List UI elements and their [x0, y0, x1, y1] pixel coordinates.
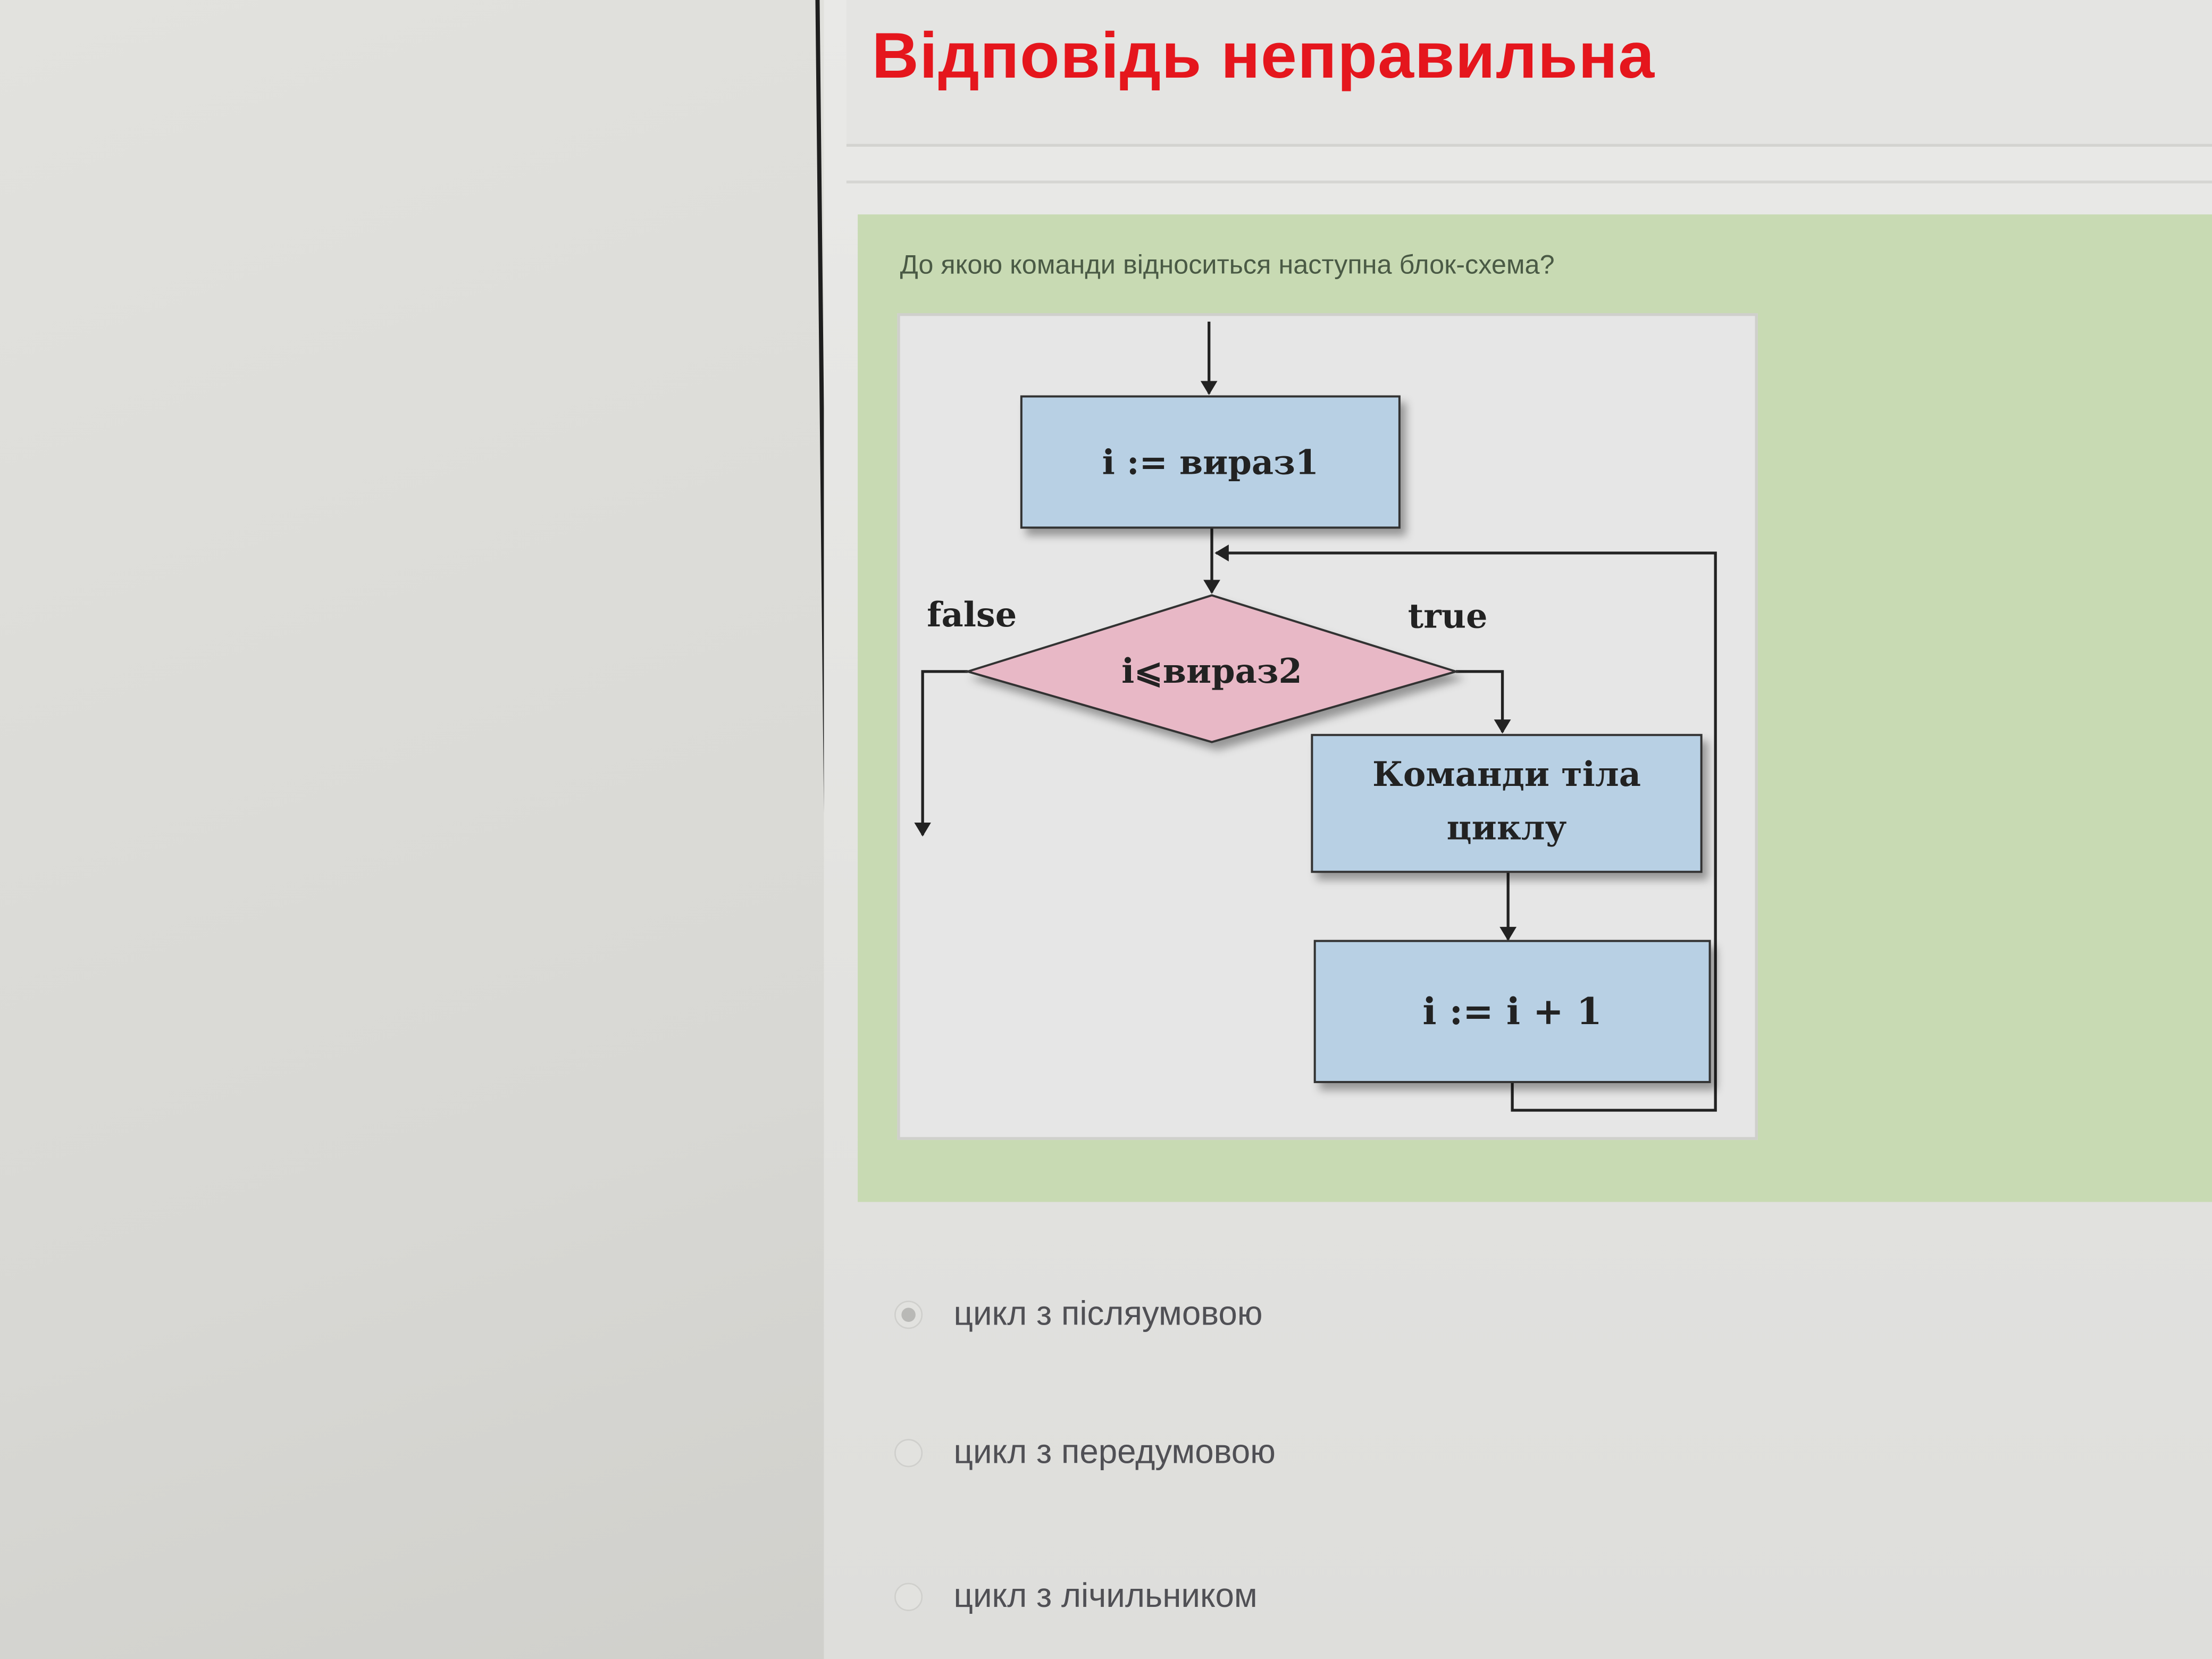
- loop-body-label-line1: Команди тіла: [1372, 755, 1641, 794]
- radio-button-selected[interactable]: [894, 1301, 923, 1329]
- flowchart-image: i := вираз1 i⩽вираз2 false true Команди …: [897, 313, 1758, 1140]
- answer-option[interactable]: цикл з передумовою: [894, 1434, 1276, 1473]
- separator: [846, 180, 2212, 183]
- init-block: [1020, 395, 1401, 529]
- feedback-header: [846, 0, 2212, 147]
- condition-label: i⩽вираз2: [1121, 651, 1302, 691]
- answer-option-label: цикл з передумовою: [953, 1433, 1276, 1472]
- answer-option-label: цикл з лічильником: [953, 1577, 1258, 1615]
- condition-block: [964, 594, 1460, 743]
- true-branch-arrow: [1455, 670, 1511, 734]
- false-label: false: [927, 595, 1017, 635]
- radio-button[interactable]: [894, 1582, 923, 1611]
- false-branch-arrow: [914, 670, 968, 837]
- increment-label: i := i + 1: [1422, 990, 1602, 1033]
- feedback-title: Відповідь неправильна: [872, 18, 1655, 92]
- question-text: До якою команди відноситься наступна бло…: [900, 251, 1555, 281]
- answer-option[interactable]: цикл з лічильником: [894, 1577, 1258, 1616]
- increment-block: [1313, 940, 1711, 1083]
- answer-option-label: цикл з післяумовою: [953, 1295, 1263, 1334]
- loop-body-block: [1311, 734, 1703, 873]
- radio-button[interactable]: [894, 1439, 923, 1468]
- flowchart-diagram: i := вираз1 i⩽вираз2 false true Команди …: [914, 321, 1717, 1112]
- loop-body-label-line2: циклу: [1447, 808, 1567, 848]
- true-label: true: [1408, 597, 1488, 636]
- init-block-label: i := вираз1: [1102, 442, 1319, 482]
- answer-option[interactable]: цикл з післяумовою: [894, 1295, 1263, 1335]
- loop-back-arrow: [1214, 544, 1717, 1112]
